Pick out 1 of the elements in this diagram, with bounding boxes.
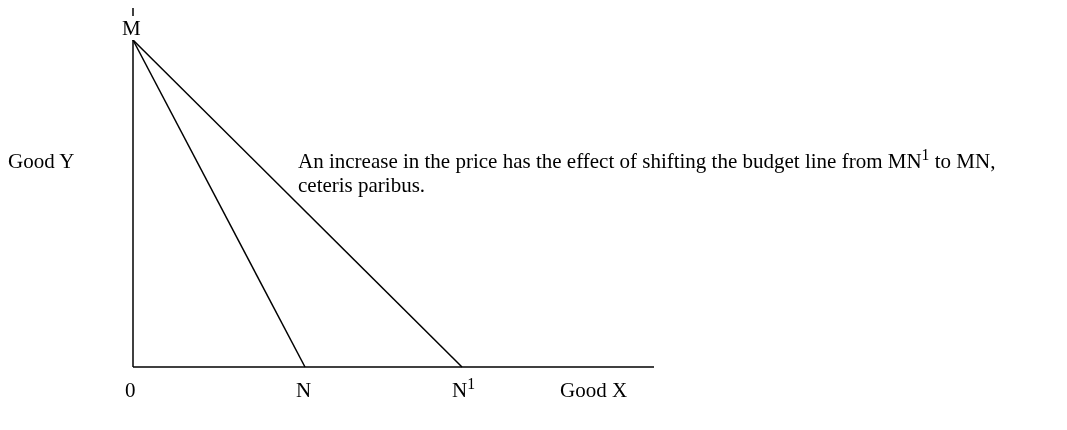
point-label: M [122, 16, 141, 40]
